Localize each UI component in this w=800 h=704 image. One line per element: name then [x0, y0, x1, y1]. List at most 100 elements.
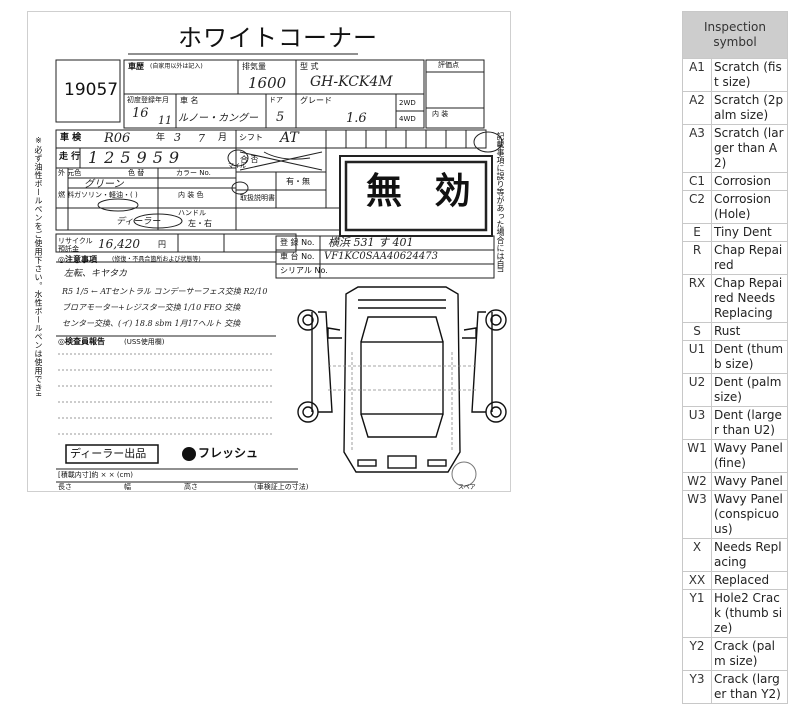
legend-code: W2	[682, 472, 712, 491]
grade-value: 1.6	[346, 111, 367, 126]
legend-code: U3	[682, 406, 712, 440]
legend-desc: Needs Replacing	[711, 538, 788, 572]
width-label: 幅	[124, 483, 131, 491]
legend-code: X	[682, 538, 712, 572]
legend-desc: Scratch (2palm size)	[711, 91, 788, 125]
notes-subheader: (修復・不具合箇所および状態等)	[112, 256, 201, 263]
car-name-value: ルノー・カングー	[178, 113, 258, 124]
car-diagram	[297, 286, 507, 473]
model-history-label: 車歴	[128, 62, 144, 71]
steering-value: 左・右	[188, 219, 212, 228]
legend-desc: Dent (larger than U2)	[711, 406, 788, 440]
score-label: 評価点	[438, 61, 459, 69]
doors-label: ドア	[269, 96, 283, 104]
legend-desc: Wavy Panel (fine)	[711, 439, 788, 473]
legend-desc: Dent (thumb size)	[711, 340, 788, 374]
legend-desc: Corrosion	[711, 172, 788, 191]
lot-number: 19057	[64, 80, 119, 100]
cargo-size-row: [積載内寸]約 × × (cm)	[58, 471, 133, 479]
legend-code: Y3	[682, 670, 712, 704]
legend-desc: Scratch (fist size)	[711, 58, 788, 92]
sheet-title: ホワイトコーナー	[178, 24, 378, 52]
legend-code: U2	[682, 373, 712, 407]
model-code-value: GH-KCK4M	[310, 74, 393, 90]
note-line: 左転、キヤタカ	[64, 269, 128, 279]
manual-value: 有・無	[286, 177, 310, 186]
grade-label: グレード	[300, 96, 332, 105]
legend-desc: Rust	[711, 322, 788, 341]
auction-sheet: ※必ず油性ボールペンをご使用下さい。水性ボールペンは使用できません。 記載事項に…	[27, 11, 511, 492]
legend-desc: Scratch (larger than A2)	[711, 124, 788, 173]
color-code-label: カラー No.	[176, 169, 211, 177]
interior-color-label: 内 装 色	[178, 191, 204, 199]
legend-desc: Wavy Panel	[711, 472, 788, 491]
inspection-month-label: 月	[218, 133, 228, 143]
legend-code: Y2	[682, 637, 712, 671]
note-line: センター交換、(イ) 18.8 sbm 1月17ヘルト 交換	[62, 319, 241, 328]
inspection-year-value: 3	[174, 131, 181, 144]
mileage-label: 走 行	[59, 152, 81, 162]
notes-header: ◎注意事項	[58, 255, 97, 264]
sheet-grid-lines	[55, 53, 507, 487]
legend-desc: Wavy Panel (conspicuous)	[711, 490, 788, 539]
inspection-report-header: ◎検査員報告	[58, 337, 105, 346]
legend-code: A3	[682, 124, 712, 173]
size-note: (車検証上の寸法)	[254, 483, 309, 491]
spare-tire-icon	[451, 461, 477, 487]
legend-code: XX	[682, 571, 712, 590]
legend-desc: Chap Repaired Needs Replacing	[711, 274, 788, 323]
legend-code: U1	[682, 340, 712, 374]
legend-code: R	[682, 241, 712, 275]
legend-code: W1	[682, 439, 712, 473]
fuel-label: 燃 料	[58, 191, 75, 199]
legend-desc: Corrosion (Hole)	[711, 190, 788, 224]
displacement-value: 1600	[248, 74, 287, 92]
fuel-options: ガソリン・軽油・( )	[74, 191, 138, 199]
legend-desc: Crack (larger than Y2)	[711, 670, 788, 704]
legend-desc: Crack (palm size)	[711, 637, 788, 671]
note-line: R5 1/5 ← ATセントラル コンデーサーフェス交換 R2/10	[62, 287, 268, 296]
pass-fail-label: 合 否	[240, 155, 259, 164]
note-line: ブロアモーター+レジスター交換 1/10 FEO 交換	[62, 303, 241, 312]
exterior-color-label: 外 元色	[58, 169, 82, 177]
model-history-note: (自家用以外は記入)	[150, 63, 203, 70]
registration-value: 横浜 531 す 401	[328, 236, 414, 249]
inspection-month-value: 7	[198, 132, 205, 145]
legend-code: S	[682, 322, 712, 341]
legend-code: Y1	[682, 589, 712, 638]
car-name-label: 車 名	[180, 96, 199, 105]
side-note: ※必ず油性ボールペンをご使用下さい。水性ボールペンは使用できません。	[34, 136, 42, 396]
displacement-label: 排気量	[242, 62, 266, 71]
length-label: 長さ	[58, 483, 72, 491]
chassis-label: 車 台 No.	[280, 252, 315, 261]
mileage-value: 125959	[88, 148, 186, 167]
recycle-label: リサイクル預託金	[58, 237, 93, 253]
doors-value: 5	[276, 110, 285, 125]
four-wd-label: 4WD	[399, 115, 416, 123]
chassis-value: VF1KC0SAA40624473	[324, 251, 438, 262]
recycle-value: 16,420	[98, 237, 140, 251]
legend-desc: Chap Repaired	[711, 241, 788, 275]
steering-label: ハンドル	[178, 209, 206, 217]
shift-label: シフト	[239, 133, 263, 142]
serial-label: シリアル No.	[280, 266, 328, 275]
legend-code: C1	[682, 172, 712, 191]
legend-desc: Replaced	[711, 571, 788, 590]
recycle-unit: 円	[158, 240, 166, 249]
legend-desc: Hole2 Crack (thumb size)	[711, 589, 788, 638]
